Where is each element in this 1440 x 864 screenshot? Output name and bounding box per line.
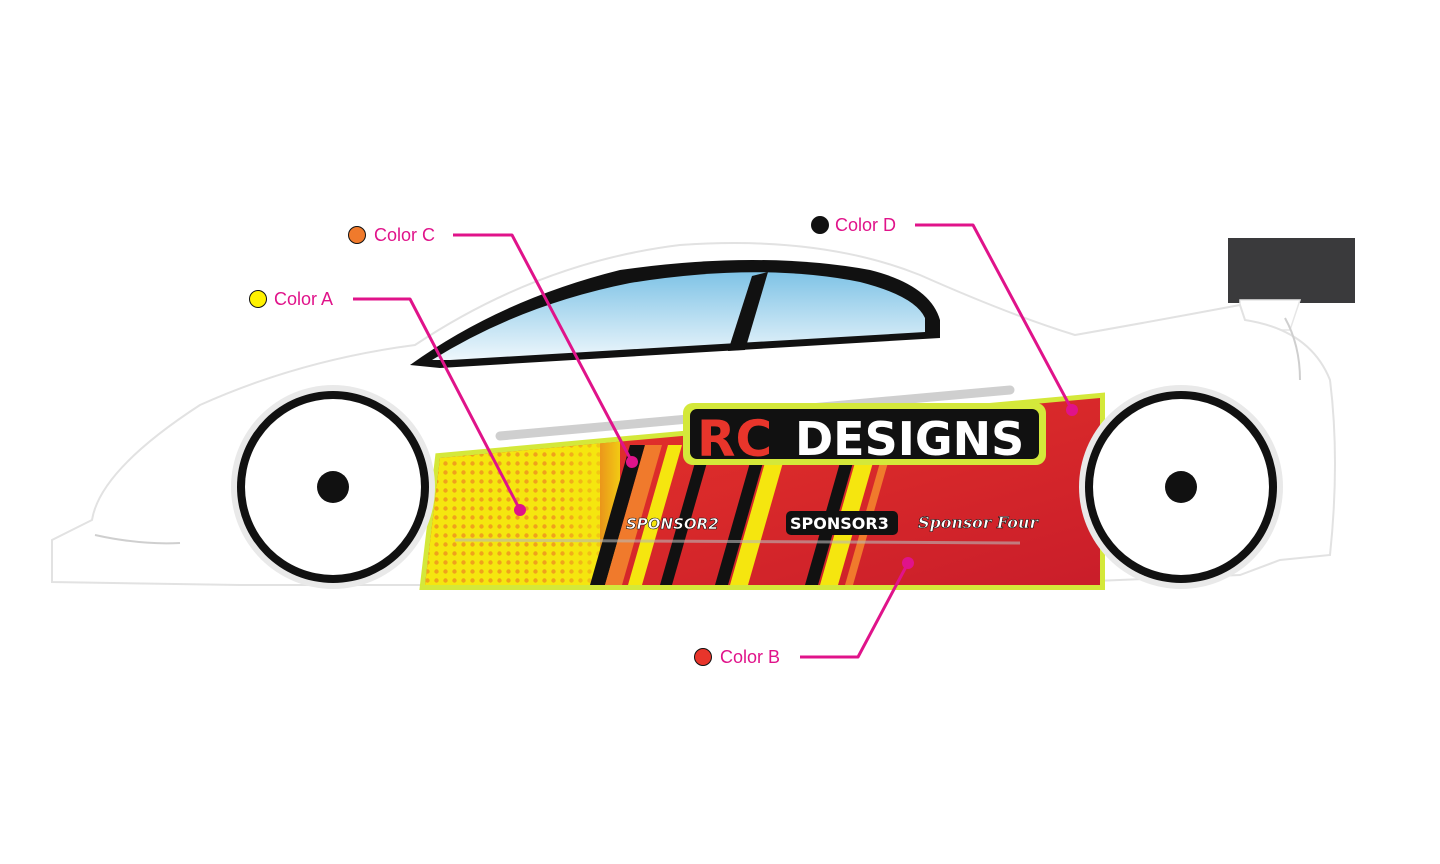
label-text-color-c: Color C	[374, 225, 435, 245]
swatch-color-b	[694, 648, 712, 666]
marker-b	[902, 557, 914, 569]
logo-designs: DESIGNS	[795, 412, 1024, 466]
window-pillar	[728, 272, 768, 351]
label-color-c: Color C	[348, 225, 435, 245]
window-glass	[432, 272, 925, 360]
swatch-color-c	[348, 226, 366, 244]
logo-rc: RC	[697, 410, 772, 468]
label-color-b: Color B	[694, 647, 780, 667]
label-text-color-d: Color D	[835, 215, 896, 235]
label-color-a: Color A	[249, 289, 333, 309]
callout-line-a	[353, 297, 522, 511]
sponsor-3: SPONSOR3	[790, 514, 889, 533]
sponsor-2: SPONSOR2	[626, 515, 719, 533]
callout-line-d	[915, 223, 1074, 411]
label-color-d: Color D	[811, 215, 896, 235]
sponsor-4: Sponsor Four	[918, 513, 1040, 532]
callout-line-c	[453, 233, 634, 463]
label-text-color-a: Color A	[274, 289, 333, 309]
callout-lines	[353, 223, 1074, 659]
marker-d	[1066, 404, 1078, 416]
rear-wing	[1228, 238, 1355, 303]
swatch-color-a	[249, 290, 267, 308]
swatch-color-d	[811, 216, 829, 234]
front-wheel	[231, 385, 435, 589]
lower-crease	[454, 538, 1021, 545]
marker-a	[514, 504, 526, 516]
logo-plate-inner	[690, 409, 1039, 459]
body-contour-front	[94, 534, 181, 545]
body-contour-rear	[1284, 317, 1301, 381]
marker-c	[626, 456, 638, 468]
rear-wheel	[1079, 385, 1283, 589]
callout-markers	[514, 404, 1078, 569]
label-text-color-b: Color B	[720, 647, 780, 667]
callout-line-b	[800, 562, 910, 659]
sponsor-3-plate	[786, 511, 898, 535]
